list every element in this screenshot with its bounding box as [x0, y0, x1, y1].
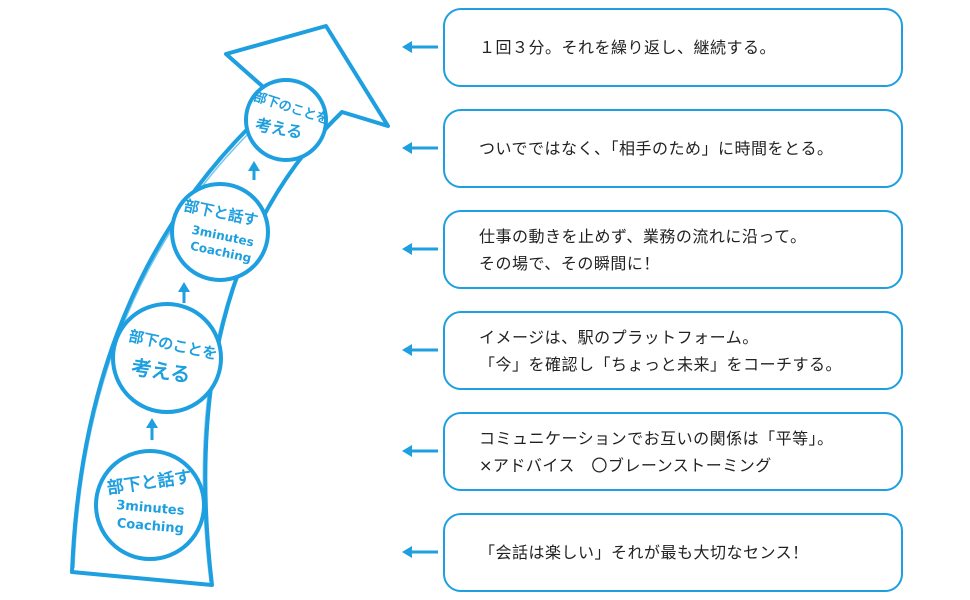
circle-1-line3: Coaching — [116, 516, 184, 537]
flow-arrow-diagram: 部下と話す 3minutes Coaching 部下のことを 考える 部下と話す… — [70, 24, 390, 587]
box-4-line1: イメージは、駅のプラットフォーム。 — [479, 327, 759, 347]
box-4-line2: 「今」を確認し「ちょっと未来」をコーチする。 — [479, 354, 843, 374]
left-arrow-icon — [402, 142, 438, 154]
left-arrow-icon — [402, 344, 438, 356]
left-arrow-icon — [402, 546, 438, 558]
left-arrow-icon — [402, 243, 438, 255]
left-arrow-icon — [402, 445, 438, 457]
box-5-line1: コミュニケーションでお互いの関係は「平等」。 — [479, 428, 834, 448]
circle-1-line2: 3minutes — [116, 498, 186, 519]
box-1-line1: １回３分。それを繰り返し、継続する。 — [479, 38, 777, 57]
box-2-line1: ついでではなく、「相手のため」に時間をとる。 — [479, 139, 834, 158]
description-box-1: １回３分。それを繰り返し、継続する。 — [443, 8, 903, 87]
step-circle-1: 部下と話す 3minutes Coaching — [94, 449, 206, 561]
description-box-5: コミュニケーションでお互いの関係は「平等」。 ×アドバイス 〇ブレーンストーミン… — [443, 412, 903, 491]
description-box-4: イメージは、駅のプラットフォーム。 「今」を確認し「ちょっと未来」をコーチする。 — [443, 311, 903, 390]
step-circle-2: 部下のことを 考える — [111, 302, 223, 414]
step-circle-3: 部下と話す 3minutes Coaching — [170, 182, 270, 282]
step-circle-4: 部下のことを 考える — [244, 78, 331, 162]
description-box-6: 「会話は楽しい」それが最も大切なセンス！ — [443, 513, 903, 592]
small-up-arrow-icon — [178, 282, 190, 303]
box-5-line2: ×アドバイス 〇ブレーンストーミング — [479, 455, 772, 475]
description-box-3: 仕事の動きを止めず、業務の流れに沿って。 その場で、その瞬間に！ — [443, 210, 903, 289]
box-6-line1: 「会話は楽しい」それが最も大切なセンス！ — [479, 543, 809, 562]
box-3-line2: その場で、その瞬間に！ — [479, 253, 660, 273]
big-curved-arrow — [70, 24, 390, 587]
left-arrow-icon — [402, 41, 438, 53]
box-3-line1: 仕事の動きを止めず、業務の流れに沿って。 — [479, 226, 807, 246]
small-up-arrow-icon — [146, 418, 158, 440]
small-up-arrow-icon — [248, 161, 260, 180]
description-box-2: ついでではなく、「相手のため」に時間をとる。 — [443, 109, 903, 188]
